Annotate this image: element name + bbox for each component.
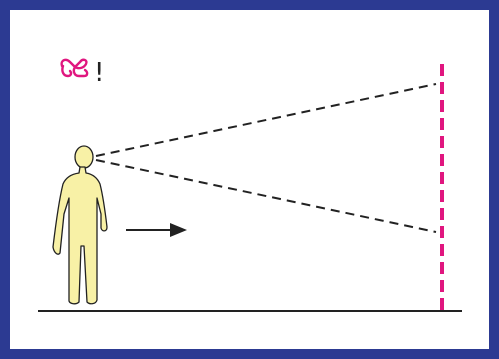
sight-line-lower — [96, 160, 436, 232]
sight-line-upper — [96, 84, 436, 156]
person-body — [53, 167, 107, 304]
person-figure — [53, 146, 107, 304]
person-head — [75, 146, 93, 168]
direction-arrow — [126, 223, 187, 237]
exclamation-mark: ! — [94, 58, 104, 88]
infinity-scribble-icon — [62, 60, 88, 76]
